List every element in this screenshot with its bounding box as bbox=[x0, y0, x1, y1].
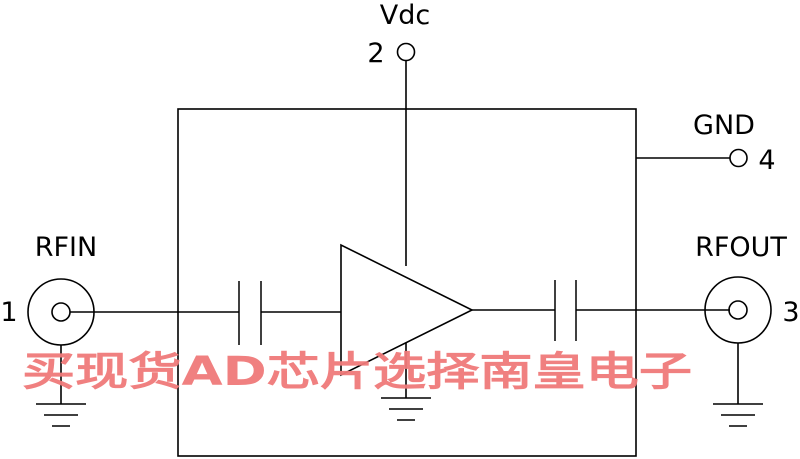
watermark-text: 买现货AD芯片选择南皇电子 bbox=[22, 349, 692, 395]
amplifier-triangle-icon bbox=[340, 243, 474, 377]
pin-vdc-number: 2 bbox=[367, 38, 384, 69]
pin-rfin: RFIN 1 bbox=[0, 232, 239, 427]
pin-rfout-number: 3 bbox=[782, 297, 799, 328]
rfin-ground-icon bbox=[36, 345, 86, 427]
pin-gnd-terminal bbox=[729, 148, 748, 168]
amplifier bbox=[340, 243, 474, 421]
rfin-connector-inner-icon bbox=[51, 302, 71, 322]
pin-vdc-name: Vdc bbox=[380, 0, 430, 31]
rfout-connector-inner-icon bbox=[728, 300, 748, 320]
pin-gnd-name: GND bbox=[693, 110, 755, 141]
pin-gnd-number: 4 bbox=[758, 145, 775, 176]
ic-body bbox=[177, 108, 637, 457]
output-capacitor bbox=[472, 280, 730, 341]
input-capacitor bbox=[238, 281, 341, 345]
amplifier-ground-icon bbox=[381, 343, 431, 421]
pin-rfin-number: 1 bbox=[0, 297, 17, 328]
pin-gnd: GND 4 bbox=[636, 110, 776, 176]
rfout-ground-icon bbox=[713, 343, 763, 427]
pin-rfout: RFOUT 3 bbox=[695, 232, 800, 427]
pin-rfout-name: RFOUT bbox=[695, 232, 787, 263]
pin-vdc: Vdc 2 bbox=[367, 0, 430, 266]
pin-vdc-terminal bbox=[396, 42, 416, 62]
pin-rfin-name: RFIN bbox=[35, 232, 97, 263]
